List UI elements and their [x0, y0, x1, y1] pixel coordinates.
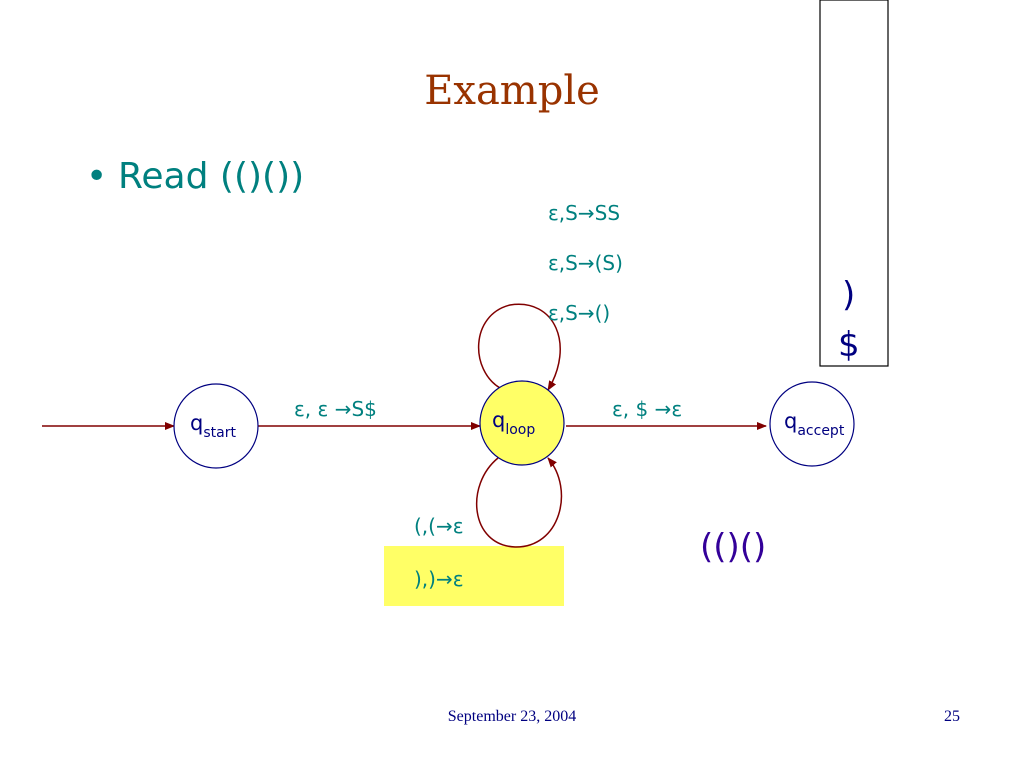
- label-loop-top-2: ε,S→(S): [548, 251, 623, 275]
- slide-title: Example: [424, 68, 600, 114]
- page-number: 25: [944, 708, 960, 725]
- label-start-loop: ε, ε →S$: [294, 397, 377, 421]
- label-loop-bottom-1: (,(→ε: [414, 514, 464, 538]
- state-accept: qaccept: [769, 381, 855, 467]
- label-loop-top-1: ε,S→SS: [548, 201, 620, 225]
- bullet-item: •Read (()()): [86, 156, 304, 197]
- loop-bottom-arc: [476, 457, 563, 548]
- svg-text:qaccept: qaccept: [784, 409, 845, 439]
- label-loop-accept: ε, $ →ε: [612, 397, 682, 421]
- remaining-input: (()(): [700, 527, 766, 567]
- state-loop-active: qloop: [479, 380, 565, 466]
- bullet-dot-icon: •: [86, 156, 108, 197]
- bullet-text: Read (()()): [118, 156, 305, 197]
- loop-top-arc: [478, 303, 561, 391]
- rule-highlight-box: [384, 546, 564, 606]
- footer-date: September 23, 2004: [447, 708, 577, 725]
- stack-bottom-symbol: $: [838, 325, 860, 365]
- state-start: qstart: [173, 383, 259, 469]
- stack-box: [819, 0, 889, 367]
- svg-text:qloop: qloop: [492, 408, 535, 438]
- label-loop-top-3: ε,S→(): [548, 301, 610, 325]
- stack-top-symbol: ): [842, 275, 855, 315]
- label-loop-bottom-2: ),)→ε: [414, 567, 464, 591]
- svg-text:qstart: qstart: [190, 411, 236, 441]
